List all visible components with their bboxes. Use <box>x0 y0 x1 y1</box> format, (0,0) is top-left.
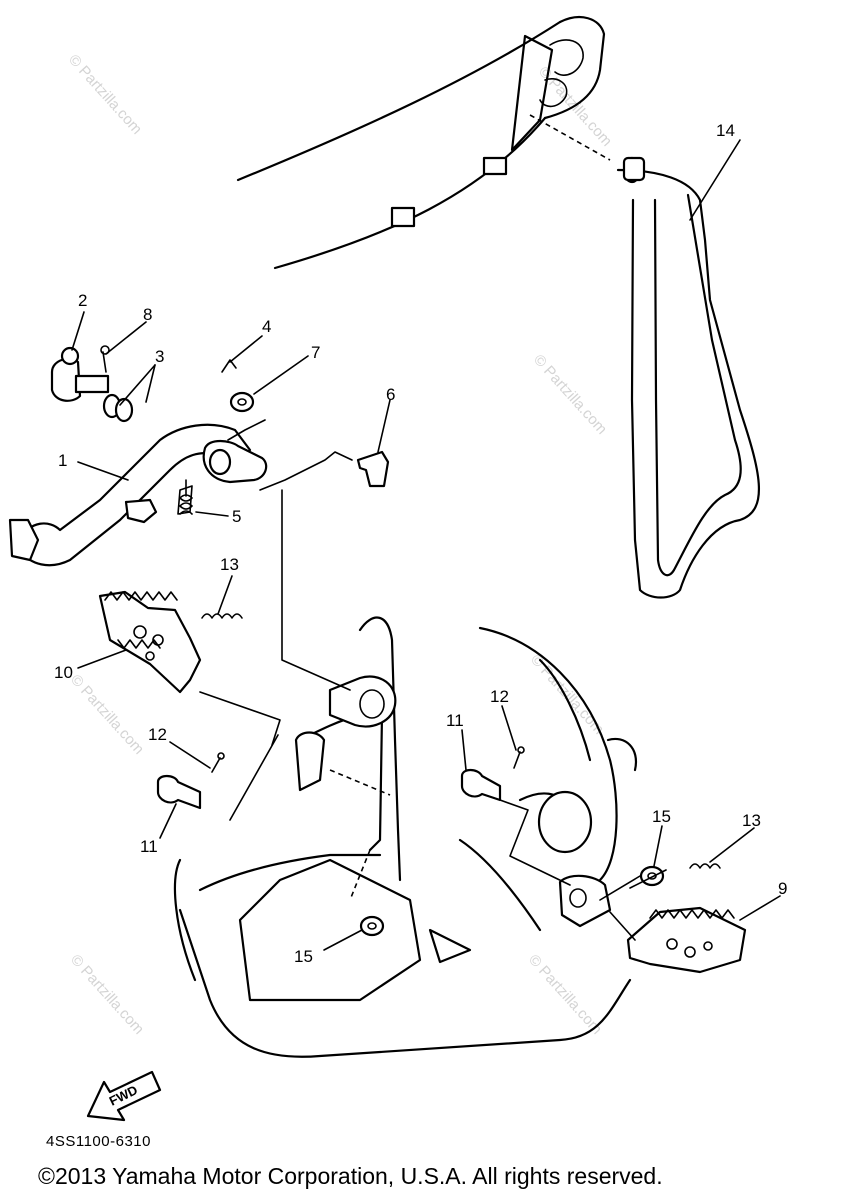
callout-numbers: 14 2 8 3 4 7 6 1 5 13 10 12 11 12 11 15 … <box>54 121 787 966</box>
watermarks: © Partzilla.com © Partzilla.com © Partzi… <box>65 51 615 1037</box>
callout-leaders <box>71 139 781 951</box>
callout-8: 8 <box>143 305 152 324</box>
footpeg-springs <box>201 613 721 869</box>
callout-11-right: 11 <box>446 711 464 730</box>
return-spring <box>179 479 193 515</box>
callout-1: 1 <box>58 451 67 470</box>
callout-15-right: 15 <box>652 807 671 826</box>
diagram-code: 4SS1100-6310 <box>46 1133 151 1150</box>
pivot-bolt <box>50 345 134 423</box>
clevis-parts <box>221 359 390 491</box>
callout-7: 7 <box>311 343 320 362</box>
engine-frame <box>173 616 638 1058</box>
callout-15-left: 15 <box>294 947 313 966</box>
side-stand <box>529 114 760 599</box>
footpeg-left <box>98 590 202 694</box>
guide-lines <box>199 489 667 941</box>
copyright-notice: ©2013 Yamaha Motor Corporation, U.S.A. A… <box>38 1163 663 1189</box>
watermark: © Partzilla.com <box>530 351 610 437</box>
callout-10: 10 <box>54 663 73 682</box>
callout-13-left: 13 <box>220 555 239 574</box>
watermark: © Partzilla.com <box>67 671 147 757</box>
callout-12-right: 12 <box>490 687 509 706</box>
fwd-arrow: FWD <box>86 1070 162 1122</box>
callout-12-left: 12 <box>148 725 167 744</box>
footpeg-hardware <box>156 746 665 937</box>
callout-4: 4 <box>262 317 271 336</box>
callout-3: 3 <box>155 347 164 366</box>
callout-13-right: 13 <box>742 811 761 830</box>
callout-14: 14 <box>716 121 735 140</box>
callout-5: 5 <box>232 507 241 526</box>
callout-6: 6 <box>386 385 395 404</box>
footpeg-right <box>626 906 747 974</box>
watermark: © Partzilla.com <box>65 51 145 137</box>
watermark: © Partzilla.com <box>527 651 607 737</box>
callout-11-left: 11 <box>140 837 158 856</box>
brake-pedal <box>8 423 268 567</box>
callout-2: 2 <box>78 291 87 310</box>
watermark: © Partzilla.com <box>67 951 147 1037</box>
watermark: © Partzilla.com <box>525 951 605 1037</box>
frame-rail <box>236 16 606 270</box>
callout-9: 9 <box>778 879 787 898</box>
